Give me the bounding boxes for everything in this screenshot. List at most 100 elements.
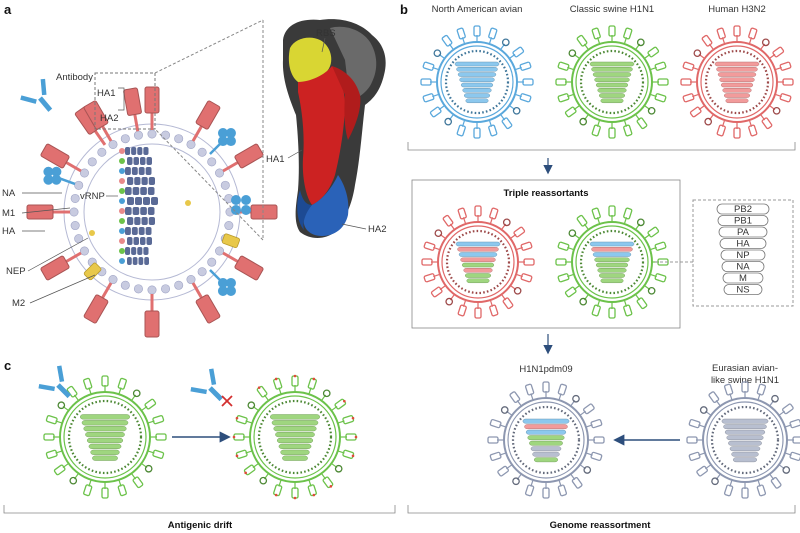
rna-segment bbox=[270, 414, 320, 420]
inner-membrane bbox=[575, 225, 649, 299]
m1-ring bbox=[257, 399, 333, 475]
spike bbox=[723, 383, 734, 401]
triple-reassortants-box bbox=[411, 179, 681, 329]
spike bbox=[474, 302, 482, 319]
spike bbox=[608, 122, 616, 139]
spike bbox=[487, 436, 504, 444]
lipid-bead bbox=[108, 139, 118, 149]
spike bbox=[518, 258, 535, 266]
ha-spike bbox=[222, 251, 264, 281]
spike bbox=[456, 27, 466, 45]
triple-reassortants-title: Triple reassortants bbox=[503, 188, 588, 199]
segment-label: HA bbox=[736, 239, 750, 250]
segment-label: NA bbox=[736, 262, 750, 273]
lipid-bead bbox=[97, 147, 107, 157]
vrnp-label: vRNP bbox=[80, 191, 105, 202]
vrnp-core bbox=[119, 147, 158, 265]
ha-spike bbox=[40, 251, 82, 281]
spike bbox=[608, 302, 616, 319]
spike bbox=[769, 105, 781, 115]
mutation-dot bbox=[312, 493, 316, 497]
lipid-bead bbox=[174, 134, 184, 144]
spike bbox=[649, 93, 667, 103]
spike bbox=[53, 462, 69, 476]
spike bbox=[273, 479, 283, 497]
spike bbox=[748, 119, 758, 137]
spike bbox=[442, 214, 455, 230]
bottom-bracket-c bbox=[3, 505, 396, 514]
spike bbox=[445, 294, 455, 306]
segment-label: NS bbox=[736, 285, 749, 296]
m2-channel bbox=[83, 262, 102, 281]
rna-segment bbox=[591, 67, 633, 72]
m1-ring bbox=[704, 49, 770, 115]
ha-structure bbox=[282, 19, 386, 238]
ha-spike bbox=[123, 87, 142, 132]
mutation-dot bbox=[293, 374, 297, 378]
segment-label: PB1 bbox=[734, 216, 752, 227]
inner-membrane bbox=[441, 225, 515, 299]
spike bbox=[652, 78, 669, 86]
rna-segment bbox=[598, 273, 626, 278]
lipid-bead bbox=[215, 168, 225, 178]
rna-segment bbox=[594, 77, 630, 83]
eurasian-title-line2: like swine H1N1 bbox=[711, 375, 779, 386]
virion-after-drift bbox=[232, 374, 358, 500]
spike bbox=[83, 479, 93, 497]
panel-label-c: c bbox=[4, 358, 11, 373]
spike bbox=[591, 207, 601, 225]
m1-ring bbox=[579, 49, 645, 115]
virus2-title: Classic swine H1N1 bbox=[570, 4, 654, 15]
rna-segment bbox=[600, 98, 624, 104]
panel-a: Antibody HA1 HA2 NA M1 HA vRNP NEP M2 RB… bbox=[2, 19, 386, 338]
mutation-dot bbox=[343, 399, 346, 403]
rna-segment bbox=[463, 93, 491, 98]
segment-label: PA bbox=[737, 227, 750, 238]
m1-label: M1 bbox=[2, 208, 15, 219]
spike bbox=[473, 122, 481, 139]
spike bbox=[501, 294, 514, 310]
spike bbox=[623, 299, 633, 317]
virion-human-h3n2 bbox=[680, 25, 794, 139]
rna-segment bbox=[524, 424, 568, 430]
rna-segment bbox=[717, 72, 757, 77]
rna-segment bbox=[591, 247, 633, 252]
spike bbox=[441, 34, 454, 50]
m1-ring bbox=[579, 229, 645, 295]
rna-segment bbox=[282, 455, 308, 461]
ha-spike bbox=[26, 204, 70, 220]
rna-segment bbox=[598, 93, 626, 98]
spike bbox=[635, 218, 645, 230]
lipid-bead bbox=[161, 130, 171, 140]
spike bbox=[420, 78, 437, 86]
spike bbox=[688, 418, 706, 429]
spike bbox=[423, 273, 441, 283]
segment-label: NP bbox=[736, 250, 749, 261]
genome-reassortment-label: Genome reassortment bbox=[550, 520, 652, 531]
na-spike bbox=[209, 128, 236, 155]
m2-channel bbox=[221, 233, 240, 249]
segment-pill bbox=[717, 215, 769, 226]
spike bbox=[542, 381, 550, 398]
virion-north-american-avian bbox=[420, 25, 534, 139]
spike bbox=[635, 294, 648, 310]
spike bbox=[150, 433, 167, 441]
lipid-bead bbox=[147, 285, 157, 295]
ha1-region-shade bbox=[332, 66, 361, 140]
rna-segment bbox=[271, 420, 319, 426]
lipid-bead bbox=[197, 147, 207, 157]
spike bbox=[591, 27, 601, 45]
inner-membrane bbox=[63, 395, 147, 479]
inner-membrane bbox=[440, 45, 514, 119]
spike bbox=[579, 294, 589, 306]
spike bbox=[515, 241, 533, 251]
rna-segment bbox=[457, 247, 499, 252]
spike bbox=[421, 258, 438, 266]
lipid-bead bbox=[70, 193, 80, 203]
spike bbox=[711, 473, 721, 486]
spike bbox=[716, 27, 726, 45]
rna-segment bbox=[719, 77, 755, 83]
spike bbox=[557, 93, 575, 103]
rna-segment bbox=[592, 72, 632, 77]
rna-segment bbox=[275, 431, 315, 438]
